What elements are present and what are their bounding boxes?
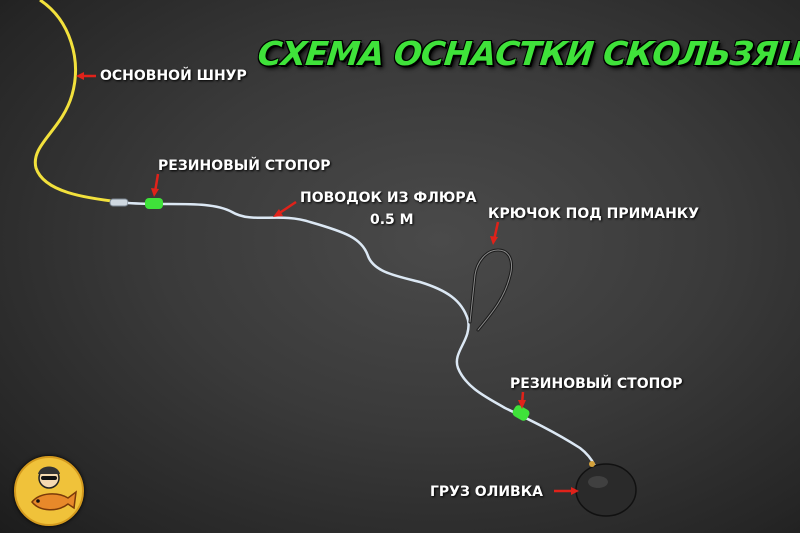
sinker-icon [575,463,637,517]
diagram-title: СХЕМА ОСНАСТКИ СКОЛЬЗЯЩИЙ ДРОПШОТ [255,34,800,73]
label-sinker: ГРУЗ ОЛИВКА [430,484,543,500]
stopper-icon-bottom [512,405,530,421]
main-line [33,0,121,204]
label-rubber-stopper-bottom: РЕЗИНОВЫЙ СТОПОР [510,376,683,392]
label-main-line: ОСНОВНОЙ ШНУР [100,68,247,84]
label-rubber-stopper-top: РЕЗИНОВЫЙ СТОПОР [158,158,331,174]
fisherman-logo-icon [14,456,84,526]
label-hook: КРЮЧОК ПОД ПРИМАНКУ [488,206,700,222]
arrow-icon [76,72,579,495]
leader-line [127,201,597,467]
label-leader: ПОВОДОК ИЗ ФЛЮРА [300,190,477,206]
label-leader-length: 0.5 М [370,212,414,228]
stopper-icon-top [145,198,163,209]
swivel-icon [109,198,129,207]
